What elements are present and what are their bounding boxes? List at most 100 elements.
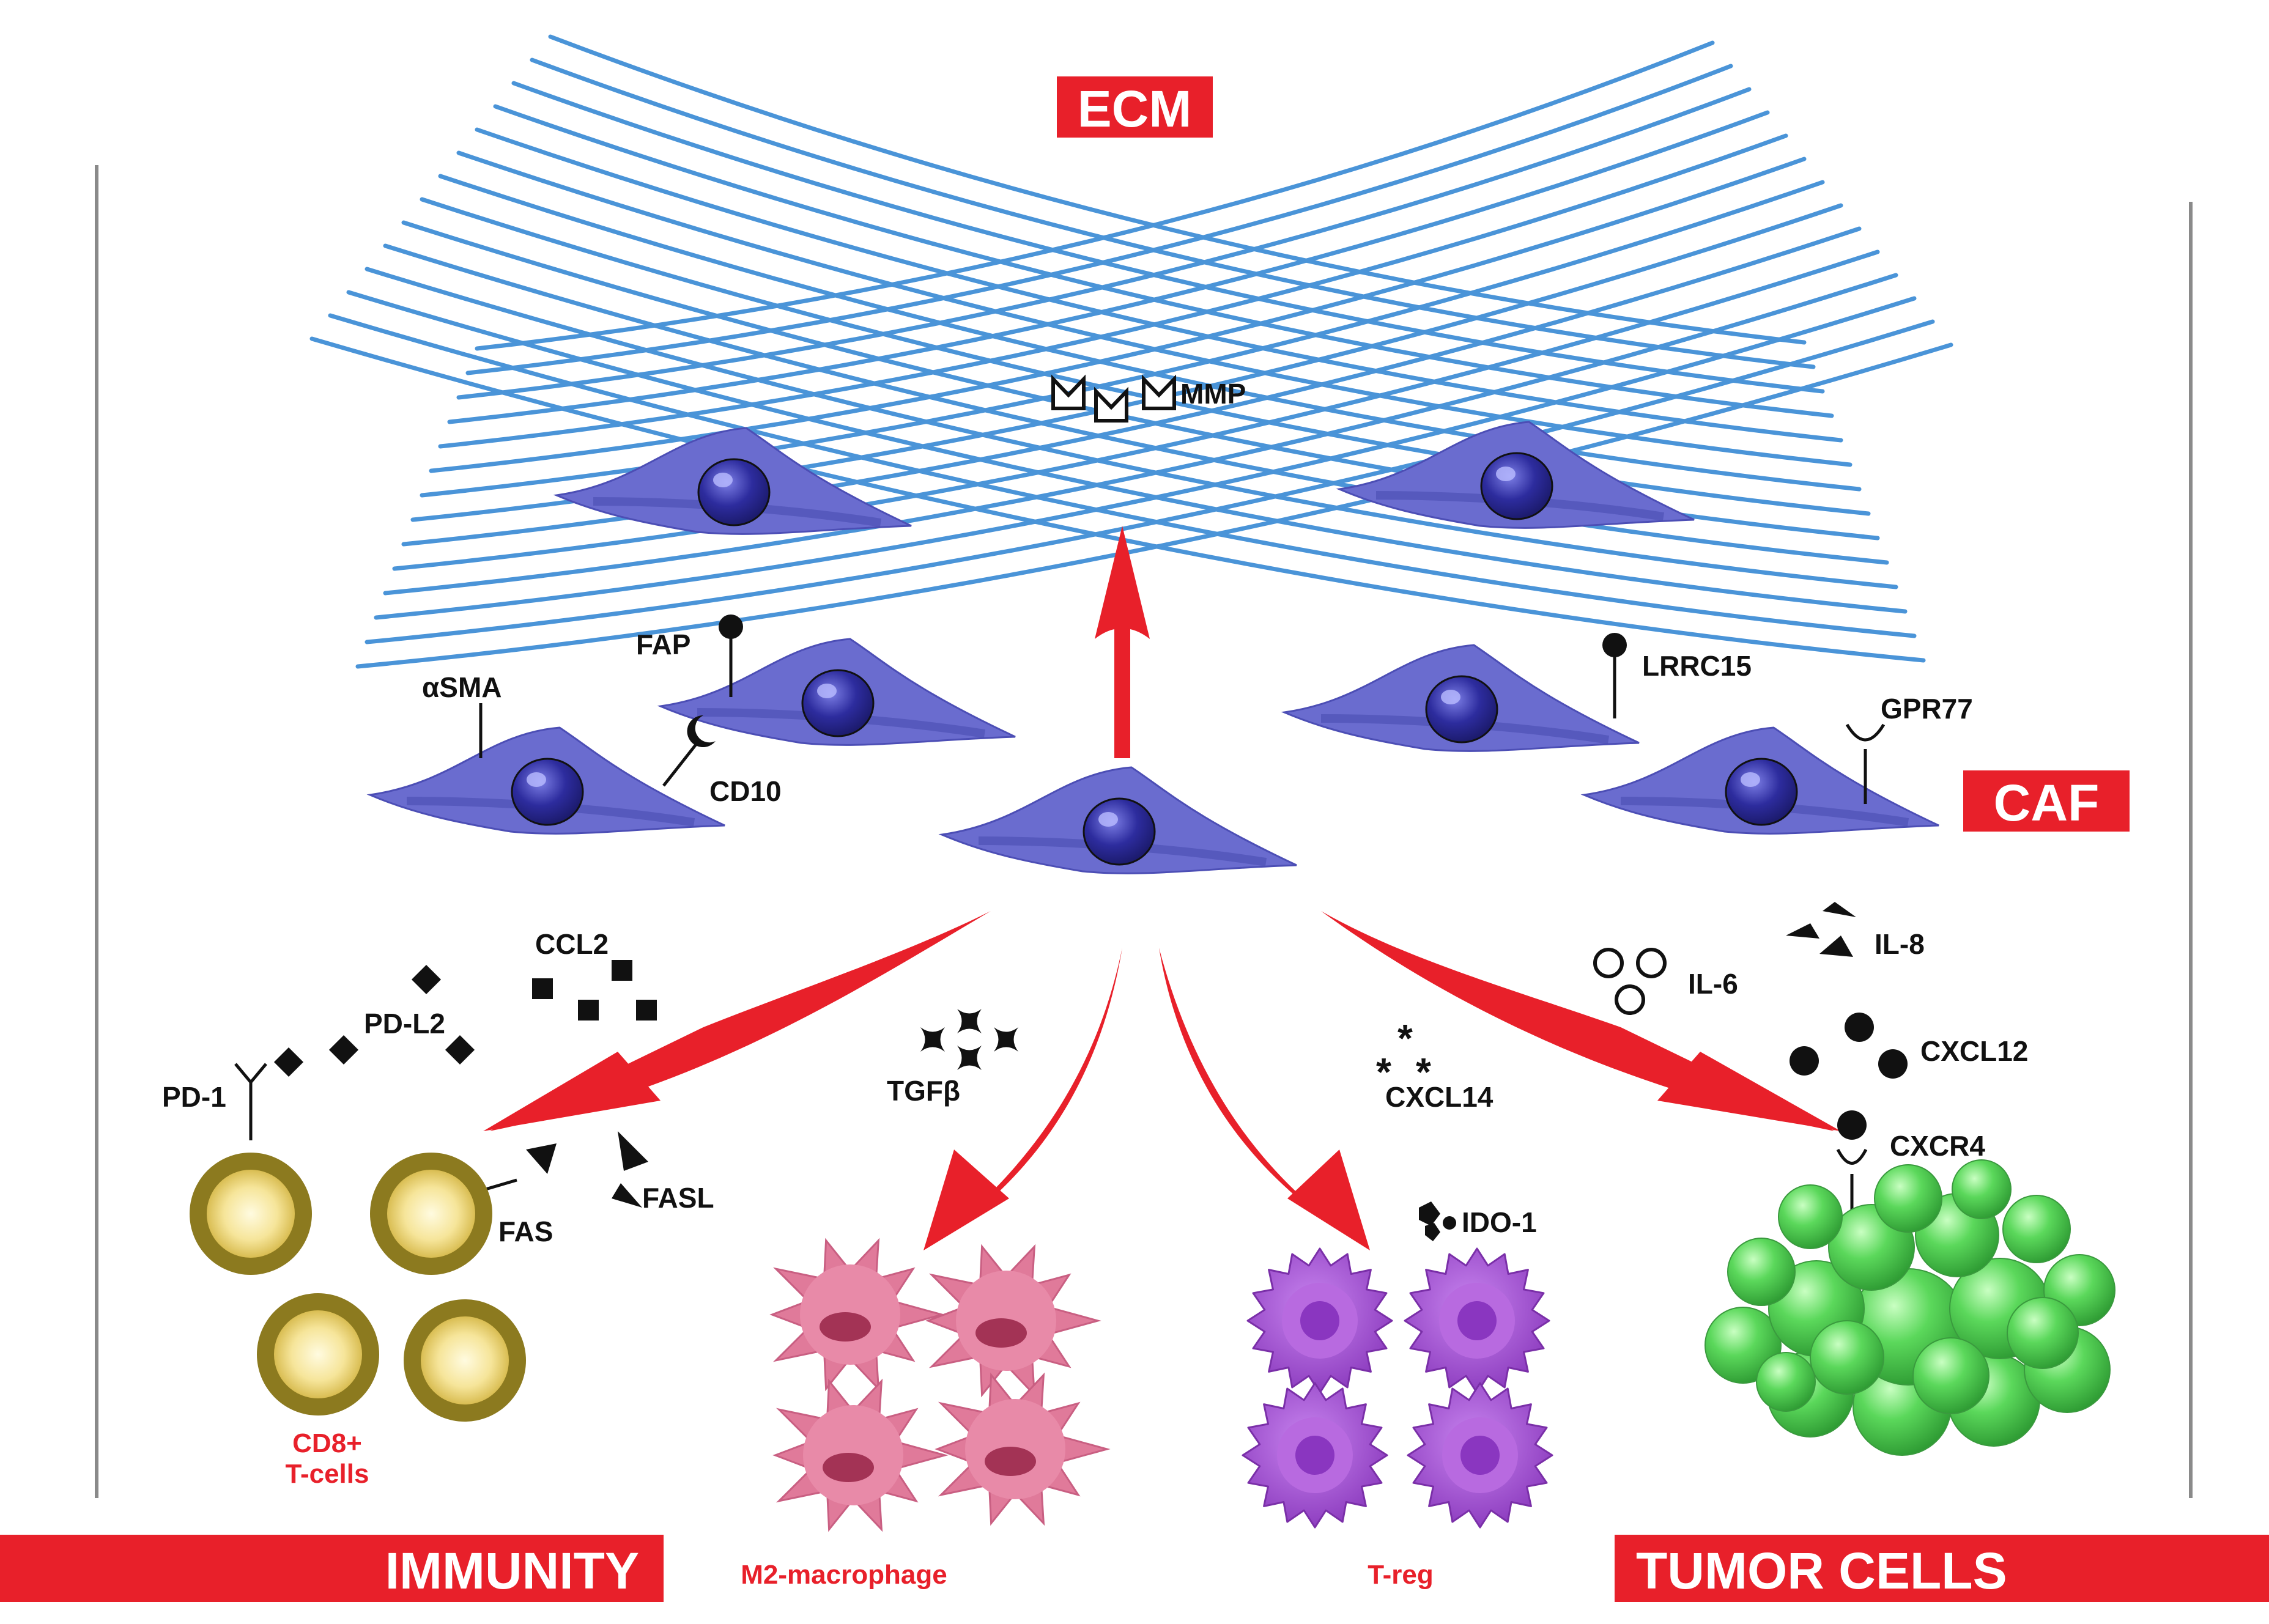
fasl-triangle-icon bbox=[526, 1143, 557, 1174]
fasl-label: FASL bbox=[642, 1182, 714, 1214]
il8-label: IL-8 bbox=[1875, 928, 1925, 960]
ecm-fiber bbox=[447, 110, 1770, 424]
star-ligand-icon bbox=[957, 1046, 982, 1070]
immunity-banner: IMMUNITY bbox=[0, 1535, 664, 1602]
ecm-fiber bbox=[429, 157, 1807, 473]
square-ligand-icon bbox=[532, 960, 657, 1021]
cxcr4-ligand-icon bbox=[1837, 1110, 1867, 1140]
mmp-enzyme-icon bbox=[1142, 374, 1176, 410]
tcell bbox=[370, 1153, 492, 1275]
ecm-fiber bbox=[309, 336, 1926, 663]
ecm-fiber bbox=[383, 243, 1889, 565]
tgfb-ligands bbox=[920, 1009, 1018, 1070]
ecm-fiber bbox=[530, 57, 1816, 369]
cd10-label: CD10 bbox=[709, 775, 782, 807]
caf-banner: CAF bbox=[1963, 770, 2130, 832]
fas-label: FAS bbox=[498, 1216, 553, 1247]
fibroblast-cell bbox=[1336, 421, 1695, 529]
circle-ligand-icon bbox=[1790, 1013, 1908, 1079]
fibroblast-cell bbox=[938, 766, 1297, 874]
nucleus bbox=[1083, 797, 1156, 866]
treg-label: T-reg bbox=[1368, 1560, 1434, 1590]
nucleus bbox=[1425, 675, 1498, 744]
tumor-cell bbox=[1810, 1320, 1884, 1395]
immunity-banner-label: IMMUNITY bbox=[385, 1542, 639, 1600]
tumor-cells-banner-label: TUMOR CELLS bbox=[1636, 1542, 2007, 1600]
m2-macrophages bbox=[769, 1238, 1111, 1532]
treg bbox=[1242, 1382, 1388, 1529]
ecm-fiber bbox=[465, 64, 1733, 375]
ido1-label: IDO-1 bbox=[1462, 1206, 1537, 1238]
lrrc15-label: LRRC15 bbox=[1642, 650, 1752, 682]
cxcl12-label: CXCL12 bbox=[1920, 1035, 2028, 1067]
ecm-fiber bbox=[438, 133, 1788, 449]
triangle-ligand-icon bbox=[1786, 902, 1856, 957]
fibroblasts bbox=[366, 421, 1939, 874]
tcell bbox=[257, 1293, 379, 1415]
fasl-triangle-icon bbox=[618, 1131, 648, 1171]
tcell bbox=[190, 1153, 312, 1275]
il6-label: IL-6 bbox=[1688, 968, 1738, 1000]
tgfb-label: TGFβ bbox=[887, 1075, 960, 1107]
circle-ligand-icon bbox=[1593, 948, 1667, 1015]
fibroblast-cell bbox=[1281, 644, 1640, 752]
ido1-ligands bbox=[1419, 1201, 1456, 1241]
cd8-label-line2: T-cells bbox=[286, 1459, 369, 1489]
nucleus bbox=[801, 669, 875, 737]
ecm-fiber bbox=[548, 34, 1807, 345]
asterisk-ligand-icon: * bbox=[1397, 1016, 1413, 1060]
tumor-cell bbox=[1727, 1238, 1796, 1306]
output-arrows bbox=[483, 911, 1841, 1250]
caf-markers: αSMA FAP CD10 LRRC15 GPR77 bbox=[422, 615, 1973, 807]
fibroblast-cell bbox=[553, 427, 912, 535]
nucleus bbox=[511, 758, 584, 826]
tumor-cell bbox=[2002, 1195, 2071, 1263]
nucleus bbox=[1725, 758, 1798, 826]
tumor-cell bbox=[1912, 1337, 1990, 1414]
ecm-fiber bbox=[475, 127, 1843, 443]
cxcl14-label: CXCL14 bbox=[1385, 1081, 1494, 1113]
ecm-fiber bbox=[365, 267, 1898, 589]
asterisk-ligand-icon: * bbox=[1376, 1050, 1391, 1094]
ecm-fiber bbox=[383, 273, 1898, 596]
tumor-cell bbox=[1874, 1164, 1942, 1233]
ecm-fiber bbox=[456, 87, 1752, 400]
macrophage bbox=[769, 1238, 946, 1392]
ecm-fiber bbox=[355, 342, 1953, 669]
cd10-crescent-icon bbox=[687, 715, 716, 747]
arrow-to-ecm bbox=[1095, 526, 1150, 758]
caf-banner-label: CAF bbox=[1994, 774, 2100, 832]
fap-label: FAP bbox=[636, 629, 690, 660]
treg bbox=[1404, 1247, 1550, 1394]
mmp-group: MMP bbox=[1051, 374, 1246, 423]
cd8-label-line1: CD8+ bbox=[292, 1428, 362, 1458]
fasl-triangle-icon bbox=[612, 1183, 642, 1208]
mmp-enzyme-icon bbox=[1094, 386, 1128, 423]
tcell bbox=[404, 1299, 526, 1422]
pd1-label: PD-1 bbox=[162, 1081, 226, 1113]
fibroblast-cell bbox=[1580, 726, 1939, 835]
star-ligand-icon bbox=[920, 1027, 945, 1052]
cd8-tcells bbox=[190, 1153, 526, 1422]
tumor-ligands: IL-6 IL-8 CXCL12 CXCR4 bbox=[1593, 902, 2028, 1223]
tumor-cells-banner: TUMOR CELLS bbox=[1615, 1535, 2269, 1602]
cxcr4-label: CXCR4 bbox=[1890, 1130, 1985, 1162]
ecm-fiber bbox=[475, 40, 1715, 351]
macrophage bbox=[772, 1378, 949, 1532]
nucleus bbox=[1480, 452, 1553, 520]
tumor-cell bbox=[1952, 1159, 2012, 1219]
tumor-cell bbox=[2007, 1297, 2079, 1369]
asma-label: αSMA bbox=[422, 671, 502, 703]
m2-label: M2-macrophage bbox=[741, 1560, 947, 1590]
pd1-receptor-icon bbox=[234, 1063, 267, 1085]
mmp-enzyme-icon bbox=[1051, 374, 1086, 410]
ecm-fiber bbox=[511, 81, 1825, 394]
ecm-fibers bbox=[309, 34, 1953, 669]
tumor-cell bbox=[1778, 1184, 1843, 1249]
treg-cells bbox=[1242, 1247, 1553, 1529]
star-ligand-icon bbox=[994, 1027, 1018, 1052]
nucleus bbox=[697, 458, 771, 526]
ecm-banner: ECM bbox=[1057, 76, 1213, 138]
